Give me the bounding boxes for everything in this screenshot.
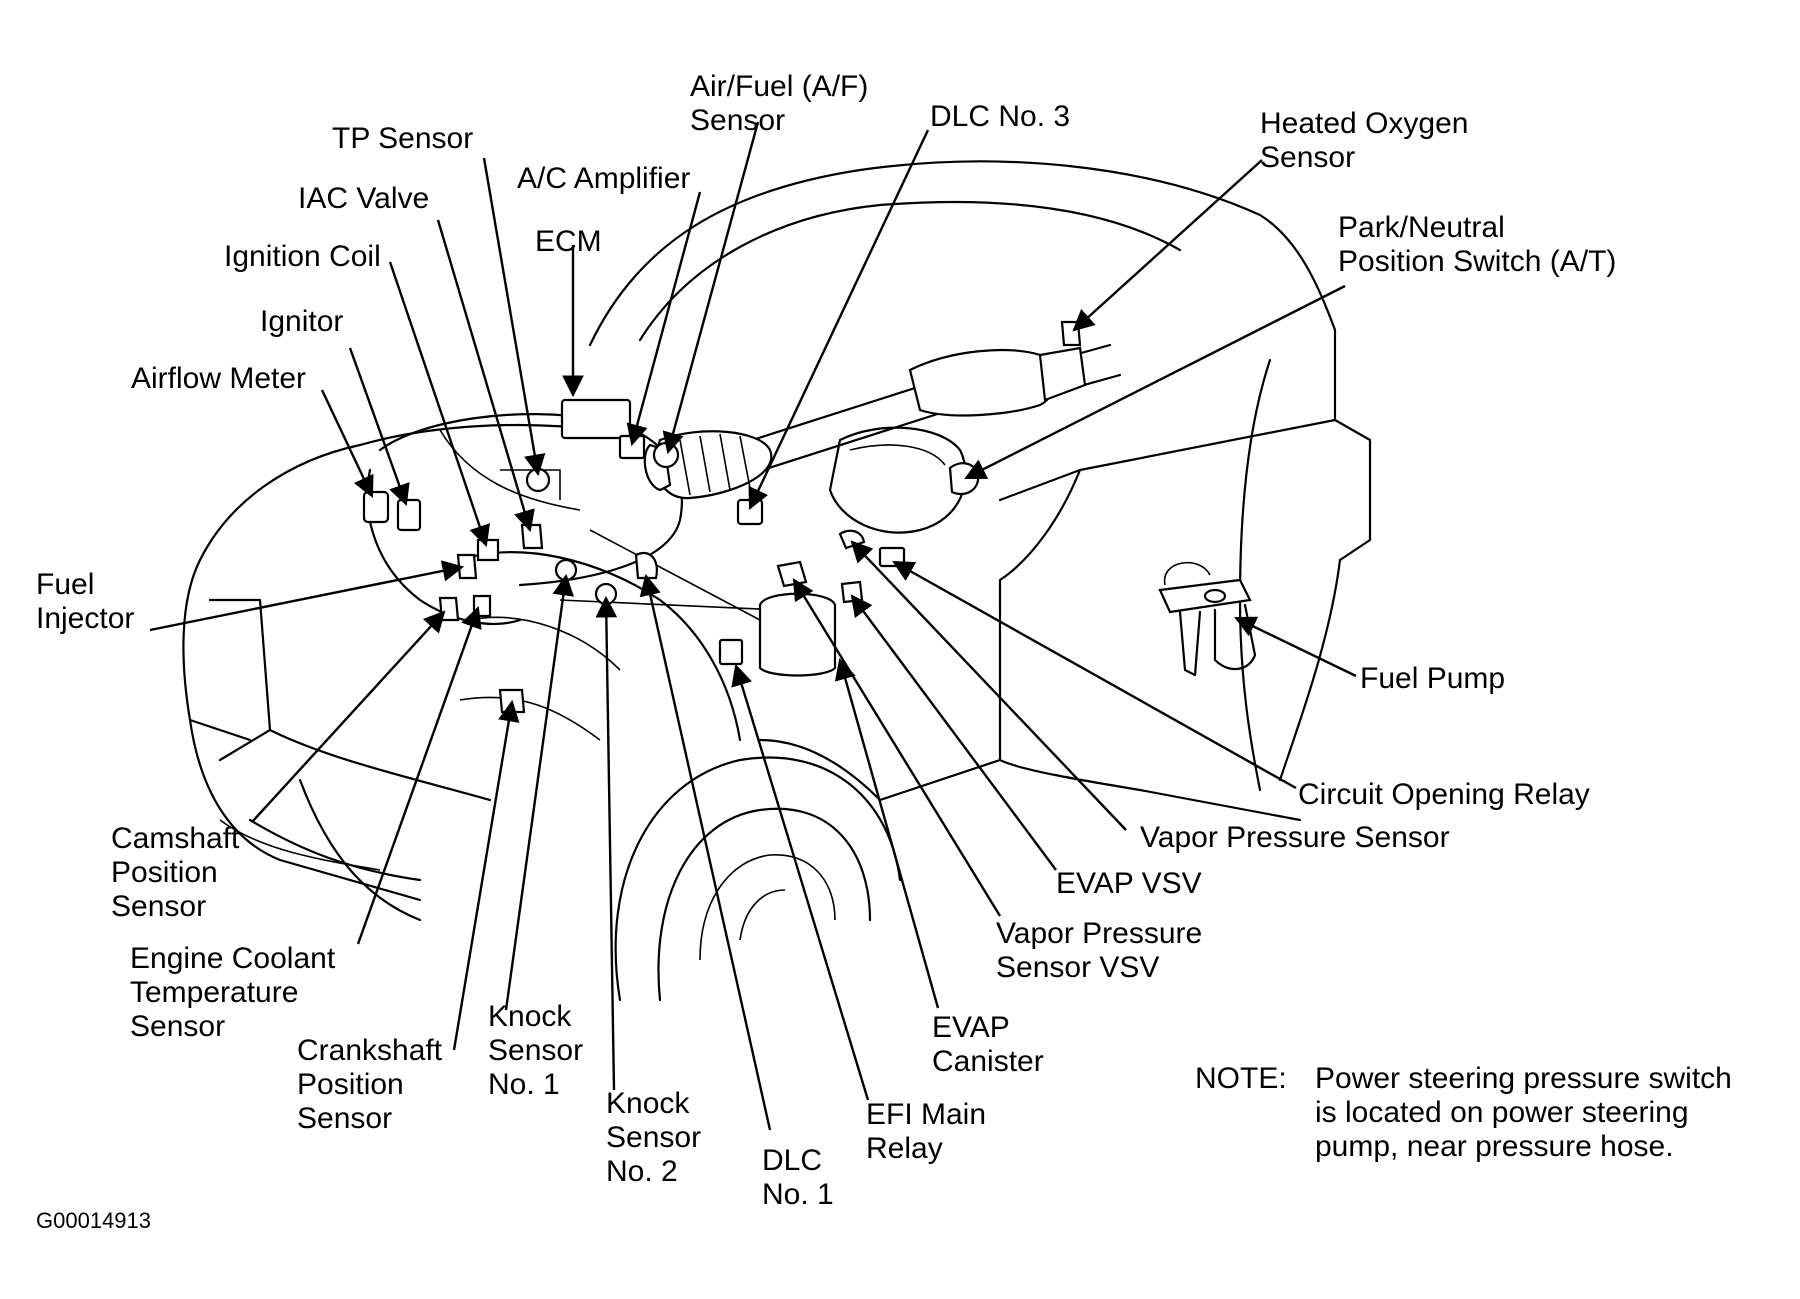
leader-airflow-meter xyxy=(320,389,374,498)
leader-evap-vsv xyxy=(850,594,1057,871)
leader-tp-sensor xyxy=(482,157,546,477)
efi-main-relay-part xyxy=(718,638,744,666)
leader-vapor-pressure-sensor-vsv xyxy=(792,578,1002,917)
label-fuel-pump: Fuel Pump xyxy=(1360,662,1506,695)
leader-heated-oxygen-sensor xyxy=(1072,159,1263,332)
label-air-fuel-sensor: Air/Fuel (A/F) Sensor xyxy=(690,70,869,137)
label-camshaft-position-sensor: Camshaft Position Sensor xyxy=(111,822,240,923)
leader-ac-amplifier xyxy=(626,191,702,447)
leader-circuit-opening-relay xyxy=(892,560,1297,790)
label-fuel-injector: Fuel Injector xyxy=(36,568,135,635)
note-heading: NOTE: xyxy=(1195,1062,1287,1095)
fuel-pump-drawing xyxy=(1158,561,1257,677)
label-vapor-pressure-sensor-vsv: Vapor Pressure Sensor VSV xyxy=(996,917,1203,984)
leader-evap-canister xyxy=(834,657,940,1009)
leader-ignitor xyxy=(348,347,410,507)
label-ecm: ECM xyxy=(535,225,602,258)
figure-code: G00014913 xyxy=(36,1208,151,1233)
ecm-part xyxy=(560,398,632,440)
label-ignitor: Ignitor xyxy=(260,305,344,338)
leader-dlc1 xyxy=(639,573,772,1131)
label-evap-vsv: EVAP VSV xyxy=(1056,867,1202,900)
label-efi-main-relay: EFI Main Relay xyxy=(866,1098,987,1165)
label-vapor-pressure-sensor: Vapor Pressure Sensor xyxy=(1140,821,1450,854)
label-crankshaft-position-sensor: Crankshaft Position Sensor xyxy=(297,1034,443,1135)
leader-engine-coolant-temp-sensor xyxy=(356,605,482,945)
truck-body-outline xyxy=(182,160,1372,1002)
label-knock-sensor-1: Knock Sensor No. 1 xyxy=(488,1000,584,1101)
leader-crankshaft-position-sensor xyxy=(452,699,520,1051)
leader-vapor-pressure-sensor xyxy=(850,540,1127,831)
label-park-neutral-switch: Park/Neutral Position Switch (A/T) xyxy=(1338,211,1617,278)
leader-ignition-coil xyxy=(388,261,490,548)
leader-iac-valve xyxy=(436,219,535,533)
leader-dlc3 xyxy=(748,129,930,510)
note-block: NOTE: Power steering pressure switch is … xyxy=(1195,1062,1795,1172)
leader-knock-sensor-2 xyxy=(595,595,618,1091)
label-knock-sensor-2: Knock Sensor No. 2 xyxy=(606,1087,702,1188)
label-ac-amplifier: A/C Amplifier xyxy=(517,162,691,195)
label-circuit-opening-relay: Circuit Opening Relay xyxy=(1298,778,1590,811)
label-engine-coolant-temp-sensor: Engine Coolant Temperature Sensor xyxy=(130,942,336,1043)
note-text: Power steering pressure switch is locate… xyxy=(1315,1062,1732,1163)
leader-camshaft-position-sensor xyxy=(251,610,446,823)
airflow-meter-part xyxy=(362,490,390,524)
label-ignition-coil: Ignition Coil xyxy=(224,240,381,273)
label-tp-sensor: TP Sensor xyxy=(332,122,474,155)
label-iac-valve: IAC Valve xyxy=(298,182,430,215)
leader-lines xyxy=(149,121,1357,1131)
label-dlc1: DLC No. 1 xyxy=(762,1144,834,1211)
leader-fuel-injector xyxy=(149,560,465,632)
leader-park-neutral-switch xyxy=(964,284,1346,480)
label-heated-oxygen-sensor: Heated Oxygen Sensor xyxy=(1260,107,1469,174)
label-evap-canister: EVAP Canister xyxy=(932,1011,1044,1078)
leader-fuel-pump xyxy=(1234,616,1357,678)
leader-efi-main-relay xyxy=(731,663,870,1101)
label-airflow-meter: Airflow Meter xyxy=(131,362,307,395)
leader-knock-sensor-1 xyxy=(504,573,575,1011)
label-dlc3: DLC No. 3 xyxy=(930,100,1071,133)
leader-air-fuel-sensor xyxy=(662,121,760,455)
